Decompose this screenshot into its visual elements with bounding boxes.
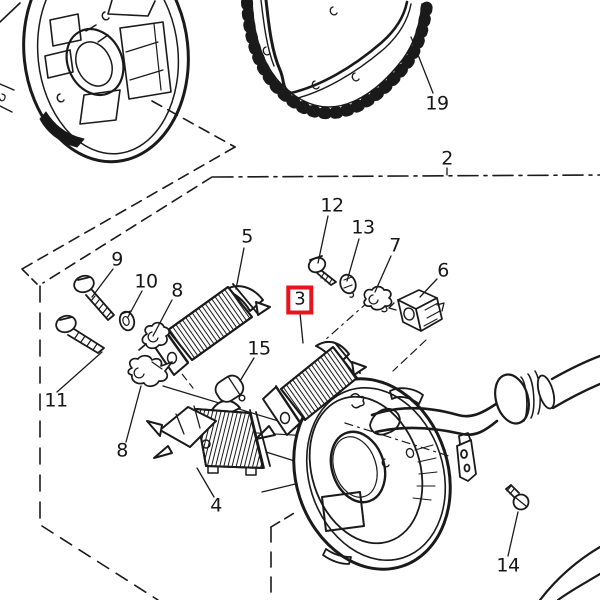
bolt-11-drawing [55,314,105,354]
selected-part-highlight-box[interactable]: 3 [286,285,314,315]
lighting-coil-4-drawing [146,399,271,476]
clamp-8-upper-drawing [138,321,170,351]
callout-part-4[interactable]: 4 [210,494,222,517]
callout-part-12[interactable]: 12 [320,194,344,217]
wire-harness-drawing [370,354,600,600]
washer-10-drawing [118,310,136,332]
callout-part-11[interactable]: 11 [44,389,68,412]
callout-part-5[interactable]: 5 [241,225,253,248]
callout-part-10[interactable]: 10 [134,270,158,293]
ring-gear-drawing [241,0,433,120]
screw-12-drawing [307,255,337,286]
callout-part-15[interactable]: 15 [247,337,271,360]
callout-part-6[interactable]: 6 [437,259,449,282]
callout-part-8-upper[interactable]: 8 [171,279,183,302]
flywheel-rotor-drawing [0,0,190,164]
callout-part-13[interactable]: 13 [351,216,375,239]
callout-part-2[interactable]: 2 [441,147,453,170]
callout-part-8-lower[interactable]: 8 [116,439,128,462]
capacitor-15-drawing [214,374,246,403]
callout-part-9[interactable]: 9 [111,248,123,271]
clamp-7-drawing [363,285,393,313]
screw-14-drawing [505,484,530,511]
clamp-8-lower-drawing [127,354,173,387]
leader-lines [56,36,519,557]
callout-part-7[interactable]: 7 [389,234,401,257]
callout-part-19[interactable]: 19 [425,92,449,115]
ignition-coil-3-drawing [255,340,367,440]
cable-bracket-drawing [456,432,477,482]
washer-13-drawing [339,273,357,298]
assembly-boundary-dashes [21,100,600,600]
bolt-9-drawing [73,274,115,321]
ignition-coil-5-drawing [142,283,271,380]
source-coil-unit-6-drawing [388,289,445,332]
callout-part-3: 3 [294,288,306,310]
callout-part-14[interactable]: 14 [496,554,520,577]
